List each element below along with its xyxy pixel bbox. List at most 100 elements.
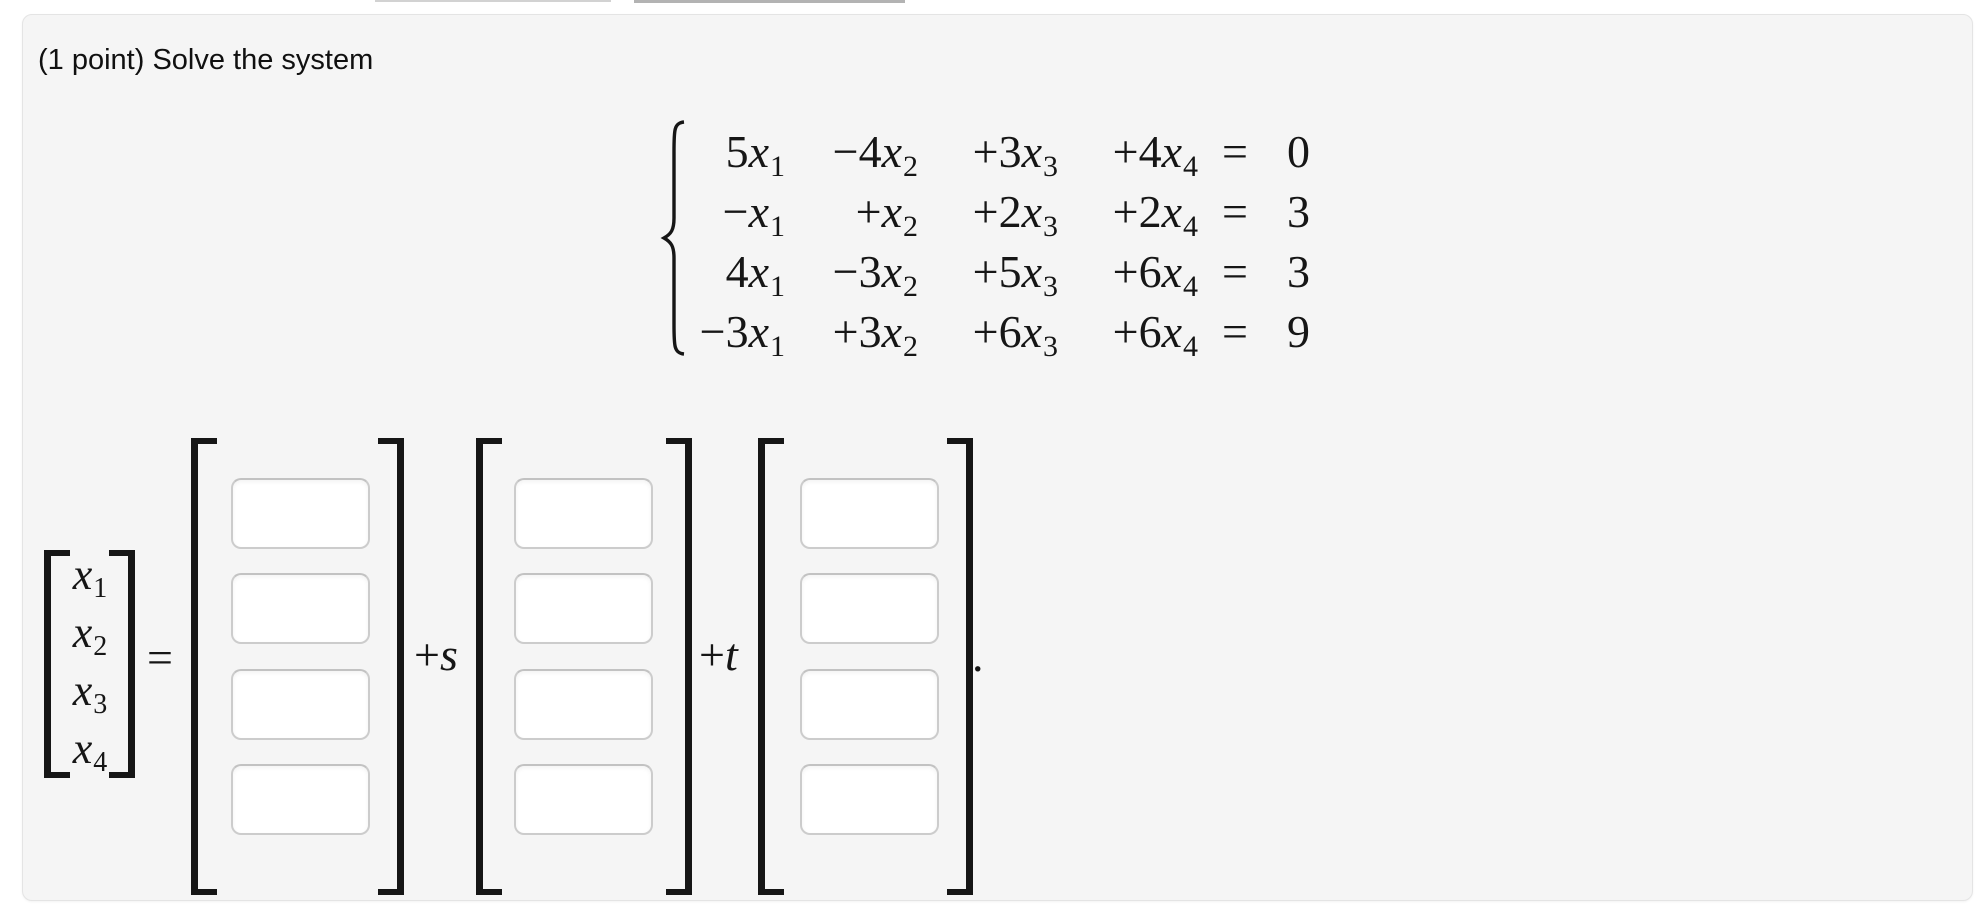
subscript: 2 — [903, 270, 918, 303]
x-vector-entry: x2 — [52, 607, 128, 663]
trailing-period: . — [972, 630, 984, 681]
subscript: 2 — [903, 330, 918, 363]
subscript: 4 — [93, 747, 108, 778]
vector2-bracket-left — [476, 438, 502, 895]
coefficient: − — [722, 186, 749, 237]
coefficient: + — [855, 186, 882, 237]
coefficient: +4 — [1112, 126, 1162, 177]
plus-operator: + — [414, 629, 440, 680]
answer-input-v2-r4[interactable] — [514, 764, 653, 835]
variable: x — [1021, 186, 1042, 237]
coefficient: −3 — [832, 246, 882, 297]
vector1-bracket-right — [378, 438, 404, 895]
answer-input-v1-r1[interactable] — [231, 478, 370, 549]
variable: x — [1161, 246, 1182, 297]
subscript: 2 — [903, 210, 918, 243]
variable: x — [881, 306, 902, 357]
variable: x — [748, 246, 769, 297]
variable: x — [748, 306, 769, 357]
answer-input-v2-r1[interactable] — [514, 478, 653, 549]
coefficient: +2 — [1112, 186, 1162, 237]
plus-t-term: +t — [699, 627, 738, 683]
answer-input-v1-r4[interactable] — [231, 764, 370, 835]
answer-input-v1-r3[interactable] — [231, 669, 370, 740]
cropped-ui-artifact-left — [375, 0, 611, 2]
variable: x — [881, 246, 902, 297]
equation-term: −4x2 — [785, 122, 918, 183]
coefficient: +6 — [972, 306, 1022, 357]
parameter-t: t — [724, 629, 738, 680]
coefficient: +3 — [832, 306, 882, 357]
answer-input-v3-r2[interactable] — [800, 573, 939, 644]
subscript: 2 — [93, 631, 108, 662]
equation-term: +x2 — [785, 182, 918, 243]
problem-prompt: (1 point) Solve the system — [38, 44, 374, 76]
vector3-bracket-left — [758, 438, 784, 895]
answer-equals-sign: = — [147, 632, 173, 683]
coefficient: +6 — [1112, 246, 1162, 297]
x-vector-bracket-left — [44, 550, 70, 778]
variable: x — [72, 550, 93, 599]
subscript: 1 — [770, 270, 785, 303]
variable: x — [1021, 246, 1042, 297]
vector2-bracket-right — [666, 438, 692, 895]
subscript: 4 — [1183, 210, 1198, 243]
variable: x — [1161, 306, 1182, 357]
subscript: 2 — [903, 150, 918, 183]
answer-input-v3-r4[interactable] — [800, 764, 939, 835]
answer-input-v2-r3[interactable] — [514, 669, 653, 740]
subscript: 4 — [1183, 330, 1198, 363]
coefficient: 5 — [725, 126, 749, 177]
subscript: 4 — [1183, 270, 1198, 303]
problem-panel — [22, 14, 1973, 901]
system-curly-brace-icon — [660, 120, 685, 356]
equation-term: +3x2 — [785, 302, 918, 363]
equation-term: 4x1 — [660, 242, 785, 303]
vector1-bracket-left — [191, 438, 217, 895]
equation-term: +2x3 — [918, 182, 1058, 243]
subscript: 1 — [770, 150, 785, 183]
variable: x — [748, 126, 769, 177]
x-vector-entry: x4 — [52, 723, 128, 779]
variable: x — [72, 608, 93, 657]
cropped-ui-artifact-right — [634, 0, 905, 3]
variable: x — [1021, 126, 1042, 177]
equation-term: −3x1 — [660, 302, 785, 363]
equation-term: 5x1 — [660, 122, 785, 183]
x-vector: x1 x2 x3 x4 — [52, 548, 128, 780]
subscript: 3 — [1043, 330, 1058, 363]
parameter-s: s — [439, 629, 458, 680]
equation-term: −3x2 — [785, 242, 918, 303]
subscript: 4 — [1183, 150, 1198, 183]
rhs-value: 0 — [1287, 126, 1310, 177]
variable: x — [881, 186, 902, 237]
variable: x — [1021, 306, 1042, 357]
variable: x — [1161, 186, 1182, 237]
coefficient: +3 — [972, 126, 1022, 177]
equation-term: +4x4 — [1058, 122, 1198, 183]
equals-sign: = — [1222, 246, 1248, 297]
x-vector-bracket-right — [109, 550, 135, 778]
rhs-value: 9 — [1287, 306, 1310, 357]
equation-term: +2x4 — [1058, 182, 1198, 243]
subscript: 3 — [1043, 150, 1058, 183]
subscript: 1 — [770, 330, 785, 363]
subscript: 3 — [1043, 270, 1058, 303]
answer-input-v1-r2[interactable] — [231, 573, 370, 644]
answer-input-v3-r1[interactable] — [800, 478, 939, 549]
equation-term: +6x3 — [918, 302, 1058, 363]
answer-input-v2-r2[interactable] — [514, 573, 653, 644]
coefficient: +5 — [972, 246, 1022, 297]
x-vector-entry: x1 — [52, 549, 128, 605]
equation-system: 5x1 −4x2 +3x3 +4x4 = 0 −x1 +x2 +2x3 +2x4… — [660, 122, 1310, 363]
variable: x — [1161, 126, 1182, 177]
variable: x — [748, 186, 769, 237]
equation-term: +6x4 — [1058, 302, 1198, 363]
coefficient: +2 — [972, 186, 1022, 237]
answer-input-v3-r3[interactable] — [800, 669, 939, 740]
subscript: 1 — [93, 573, 108, 604]
plus-s-term: +s — [414, 627, 458, 683]
coefficient: −4 — [832, 126, 882, 177]
vector3-bracket-right — [947, 438, 973, 895]
